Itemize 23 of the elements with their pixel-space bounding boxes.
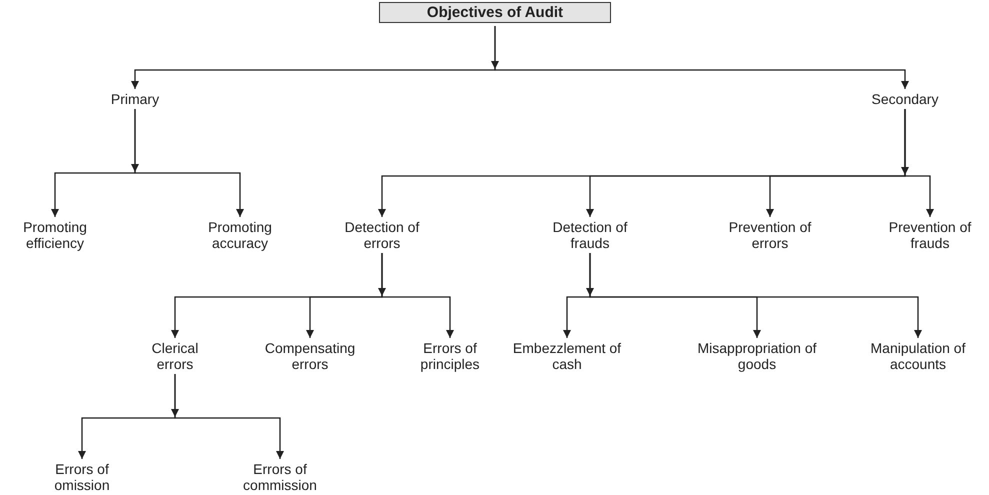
category-label: Errors of commission <box>230 461 330 493</box>
connector-arrow <box>904 109 934 217</box>
category-label: Detection of errors <box>327 219 437 251</box>
category-label: Misappropriation of goods <box>687 340 827 372</box>
category-label: Promoting efficiency <box>0 219 110 251</box>
category-label: Prevention of frauds <box>875 219 985 251</box>
connector-arrow <box>381 253 454 338</box>
connector-arrow <box>174 374 284 459</box>
connector-arrow <box>134 109 244 217</box>
category-label: Promoting accuracy <box>190 219 290 251</box>
category-label: Detection of frauds <box>540 219 640 251</box>
category-label: Primary <box>95 91 175 107</box>
category-label: Prevention of errors <box>715 219 825 251</box>
connector-arrow <box>589 253 922 338</box>
category-label: Embezzlement of cash <box>512 340 622 372</box>
connector-arrow <box>494 26 909 89</box>
category-label: Manipulation of accounts <box>853 340 983 372</box>
title-box: Objectives of Audit <box>379 2 611 23</box>
category-label: Errors of principles <box>400 340 500 372</box>
category-label: Errors of omission <box>32 461 132 493</box>
category-label: Clerical errors <box>135 340 215 372</box>
category-label: Secondary <box>860 91 950 107</box>
category-label: Compensating errors <box>250 340 370 372</box>
